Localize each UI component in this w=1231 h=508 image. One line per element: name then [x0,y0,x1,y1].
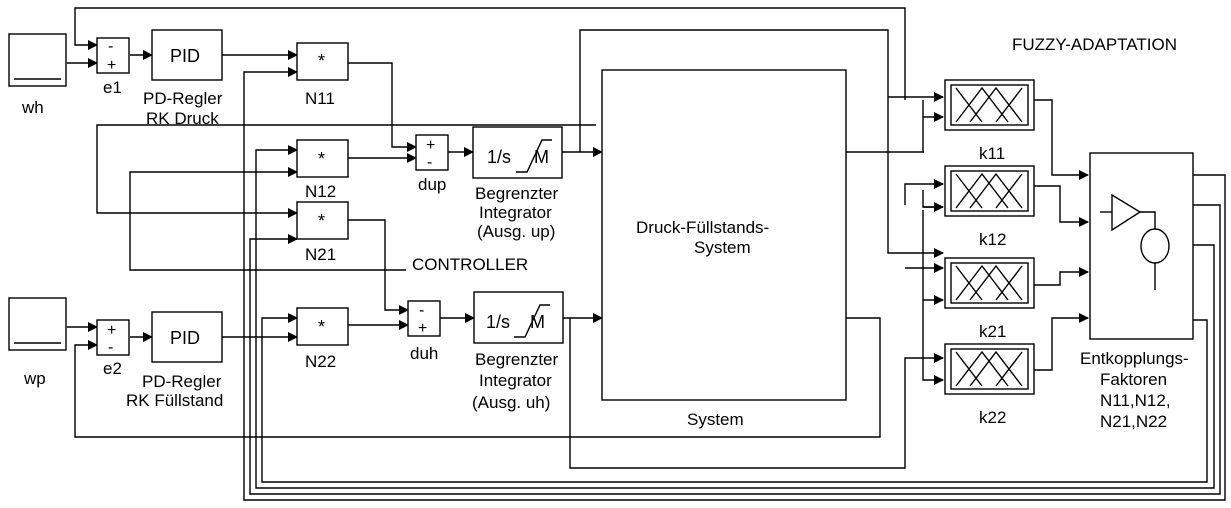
product-n21-label: N21 [305,245,336,264]
source-wh[interactable] [8,33,67,87]
integrator-uh-limit: M [530,312,545,332]
product-n22[interactable]: * [296,307,349,346]
controller-title: CONTROLLER [412,255,528,274]
sum-duh-bottom-sign: + [418,320,427,337]
sum-e2-top-sign: + [107,322,116,339]
plant-system-block[interactable]: Druck-Füllstands- System [601,69,847,401]
integrator-up[interactable]: 1/s M [472,126,563,179]
sum-e1-top-sign: - [108,38,113,55]
decoupling-label-4: N21,N22 [1100,412,1167,431]
integrator-up-label-1: Begrenzter [475,184,558,203]
sum-duh-top-sign: - [419,302,424,319]
system-title-2: System [694,238,751,257]
pid-block-fuellstand-text: PID [170,328,200,348]
sum-e2[interactable]: + - [96,319,130,356]
fuzzy-block-k12[interactable] [944,165,1035,217]
product-n12-label: N12 [305,182,336,201]
product-n22-symbol: * [318,317,325,337]
pid-druck-label-2: RK Druck [146,109,219,128]
pid-block-druck-text: PID [170,46,200,66]
decoupling-label-1: Entkopplungs- [1080,349,1189,368]
integrator-up-text: 1/s [487,147,511,167]
product-n11-label: N11 [305,89,335,108]
source-wp-label: wp [23,369,46,388]
decoupling-label-2: Faktoren [1100,370,1167,389]
sum-e1-label: e1 [103,78,122,97]
pid-block-fuellstand[interactable]: PID [151,311,223,363]
integrator-up-limit: M [534,147,549,167]
sum-duh[interactable]: - + [407,300,441,337]
signal-wires [67,7,1226,501]
integrator-uh-label-2: Integrator [479,371,552,390]
fuzzy-k22-label: k22 [979,408,1006,427]
fuzzy-k12-label: k12 [979,230,1006,249]
product-n12-symbol: * [318,149,325,169]
sum-dup-label: dup [418,175,446,194]
integrator-uh[interactable]: 1/s M [473,291,564,344]
pid-block-druck[interactable]: PID [151,29,223,81]
product-n21[interactable]: * [296,201,349,240]
pid-druck-label-1: PD-Regler [143,89,223,108]
fuzzy-k11-label: k11 [979,144,1005,163]
sum-e2-bottom-sign: - [108,339,113,356]
sum-duh-label: duh [410,344,438,363]
source-wh-label: wh [21,98,44,117]
system-label: System [687,410,744,429]
sum-e1-bottom-sign: + [107,57,116,74]
product-n12[interactable]: * [296,139,349,178]
system-title-1: Druck-Füllstands- [636,218,769,237]
decoupling-factors-block[interactable] [1089,152,1194,340]
integrator-up-label-2: Integrator [479,203,552,222]
sum-e2-label: e2 [103,359,122,378]
fuzzy-block-k11[interactable] [944,79,1035,131]
product-n11-symbol: * [318,51,325,71]
pid-fuellstand-label-1: PD-Regler [142,372,222,391]
integrator-up-label-3: (Ausg. up) [477,222,555,241]
integrator-uh-text: 1/s [486,312,510,332]
product-n22-label: N22 [305,352,336,371]
product-n11[interactable]: * [296,42,349,81]
sum-e1[interactable]: - + [96,37,130,74]
fuzzy-k21-label: k21 [979,322,1006,341]
pid-fuellstand-label-2: RK Füllstand [126,391,223,410]
sum-dup-top-sign: + [426,137,435,154]
fuzzy-block-k22[interactable] [944,343,1035,395]
sum-dup-bottom-sign: - [427,154,432,171]
product-n21-symbol: * [318,211,325,231]
integrator-uh-label-3: (Ausg. uh) [472,393,550,412]
integrator-uh-label-1: Begrenzter [475,350,558,369]
fuzzy-adaptation-title: FUZZY-ADAPTATION [1012,35,1177,54]
fuzzy-block-k21[interactable] [944,257,1035,309]
sum-dup[interactable]: + - [415,134,449,171]
source-wp[interactable] [8,297,67,351]
decoupling-label-3: N11,N12, [1100,391,1171,410]
